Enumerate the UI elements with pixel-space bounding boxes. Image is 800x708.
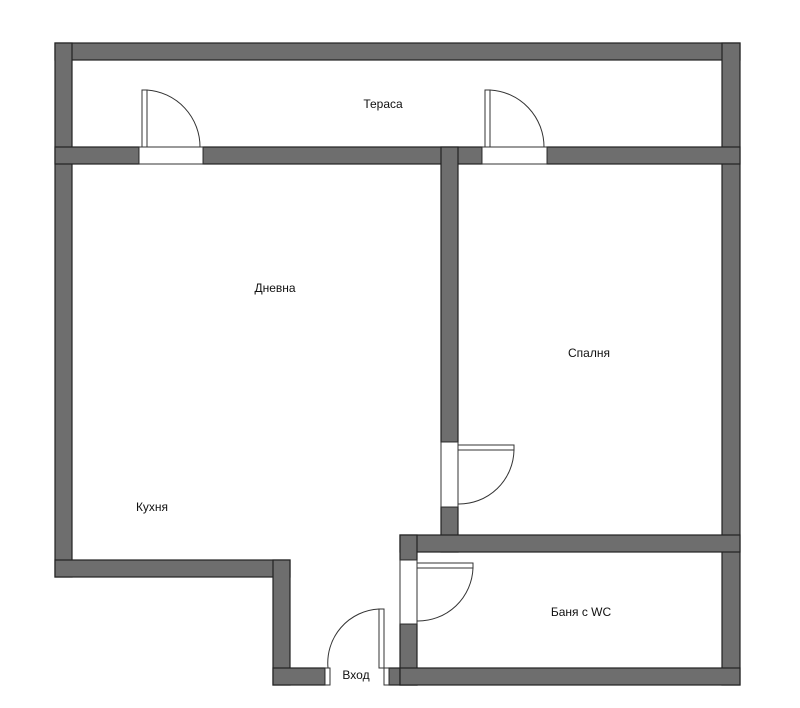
label-entrance: Вход [342, 668, 369, 682]
walls [54, 42, 741, 686]
partition-wall-upper [440, 146, 459, 443]
label-bedroom: Спалня [568, 346, 610, 360]
kitchen-bottom-wall [54, 559, 291, 578]
label-bathroom: Баня с WC [551, 605, 612, 619]
bath-bottom-wall [399, 667, 741, 686]
bathroom-door[interactable] [399, 559, 474, 625]
terrace-wall-segment [54, 146, 140, 165]
terrace-door-right[interactable] [481, 89, 548, 165]
terrace-top-wall [54, 42, 741, 61]
terrace-door-left[interactable] [138, 89, 204, 165]
terrace-wall-segment [202, 146, 483, 165]
room-labels: Тераса Дневна Спалня Кухня Баня с WC Вхо… [136, 97, 612, 682]
doors [138, 89, 548, 686]
bath-wall-upper [399, 534, 418, 561]
right-outer-wall [721, 42, 741, 686]
left-outer-wall [54, 42, 73, 578]
bedroom-door[interactable] [440, 441, 515, 508]
label-kitchen: Кухня [136, 500, 168, 514]
bedroom-bottom-wall [399, 534, 741, 553]
entrance-door[interactable] [324, 608, 390, 686]
label-terrace: Тераса [363, 97, 403, 111]
label-living: Дневна [254, 281, 295, 295]
hall-left-wall [272, 559, 291, 686]
hall-bottom-wall [272, 667, 326, 686]
terrace-wall-segment [546, 146, 741, 165]
